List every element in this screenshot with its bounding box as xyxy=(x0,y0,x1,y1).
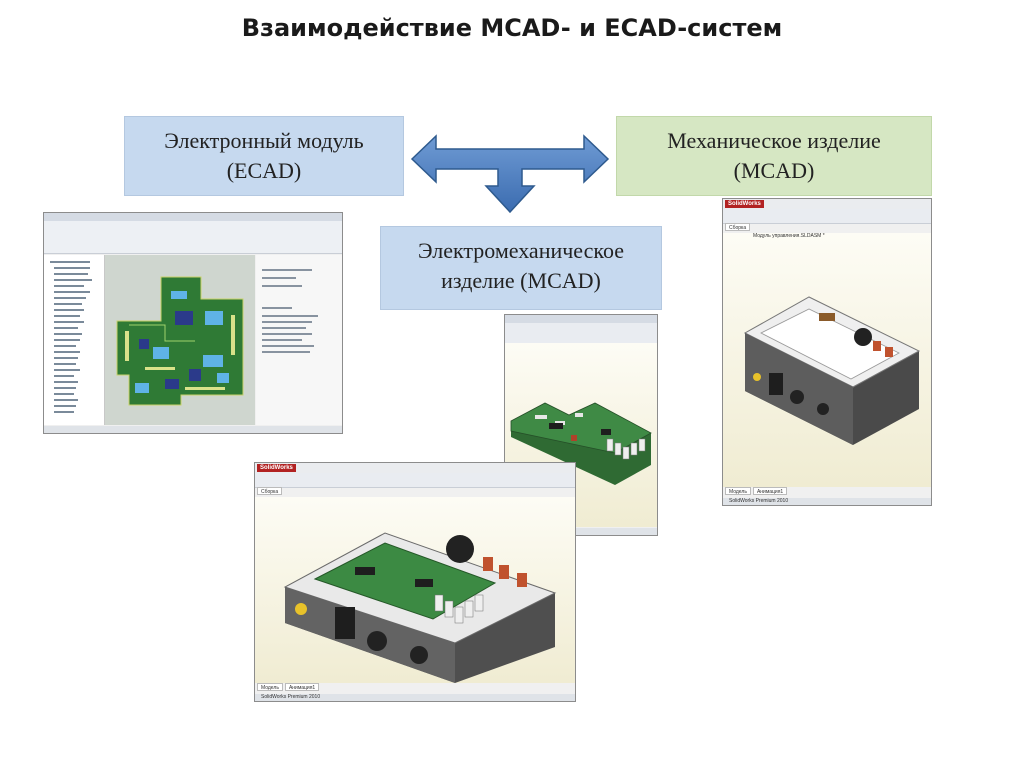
ecad-status-bar xyxy=(44,426,342,433)
mcad-label-box: Механическое изделие (MCAD) xyxy=(616,116,932,196)
electromech-label-box: Электромеханическое изделие (MCAD) xyxy=(380,226,662,310)
ecad-ribbon xyxy=(44,221,342,254)
ecad-properties-panel xyxy=(256,255,342,425)
ecad-label-box: Электронный модуль (ECAD) xyxy=(124,116,404,196)
assembly-viewport xyxy=(255,497,575,683)
mcad-ribbon xyxy=(723,209,931,224)
ecad-tree-lines xyxy=(50,261,92,413)
tab-assembly[interactable]: Сборка xyxy=(725,223,751,231)
electromech-label-line1: Электромеханическое xyxy=(417,238,624,263)
pcb-3d-model xyxy=(510,402,652,485)
pcb-model-screenshot xyxy=(504,314,658,536)
pcb-model-titlebar xyxy=(505,315,657,323)
assembly-footer-tabs: Модель Анимация1 xyxy=(257,683,320,691)
mcad-doc-title: Модуль управления.SLDASM * xyxy=(753,233,825,239)
solidworks-logo: SolidWorks xyxy=(725,200,764,208)
mcad-screenshot: SolidWorks Сборка Модуль управления.SLDA… xyxy=(722,198,932,506)
ecad-label-line2: (ECAD) xyxy=(226,158,302,183)
footer-tab-model-bottom[interactable]: Модель xyxy=(257,683,283,691)
ecad-board-view xyxy=(105,255,255,425)
tri-arrow-icon xyxy=(410,134,610,214)
pcb-model-status-bar xyxy=(505,528,657,535)
pcb-model-viewport xyxy=(505,343,657,527)
tab-assembly-bottom[interactable]: Сборка xyxy=(257,487,283,495)
enclosure-model xyxy=(743,296,921,445)
assembly-tabs: Сборка xyxy=(257,487,283,495)
assembly-titlebar: SolidWorks xyxy=(255,463,575,473)
mcad-viewport: Модуль управления.SLDASM * xyxy=(723,233,931,487)
footer-tab-model[interactable]: Модель xyxy=(725,487,751,495)
ecad-tree-panel xyxy=(44,255,105,425)
assembly-status-bar: SolidWorks Premium 2010 xyxy=(255,694,575,701)
mcad-label-line1: Механическое изделие xyxy=(667,128,881,153)
mcad-status-bar: SolidWorks Premium 2010 xyxy=(723,498,931,505)
electromech-label-line2: изделие (MCAD) xyxy=(441,268,601,293)
mcad-tabs: Сборка xyxy=(725,223,751,231)
slide-title: Взаимодействие MCAD- и ECAD-систем xyxy=(241,14,783,42)
pcb-model-ribbon xyxy=(505,323,657,344)
footer-tab-animation[interactable]: Анимация1 xyxy=(752,487,788,495)
assembly-ribbon xyxy=(255,473,575,488)
footer-tab-animation-bottom[interactable]: Анимация1 xyxy=(284,683,320,691)
mcad-label-line2: (MCAD) xyxy=(733,158,815,183)
assembled-device-model xyxy=(283,532,557,683)
solidworks-logo-bottom: SolidWorks xyxy=(257,464,296,472)
ecad-label-line1: Электронный модуль xyxy=(164,128,364,153)
mcad-footer-tabs: Модель Анимация1 xyxy=(725,487,788,495)
ecad-screenshot xyxy=(43,212,343,434)
assembly-screenshot: SolidWorks Сборка Модель Анимация1 S xyxy=(254,462,576,702)
ecad-properties-lines xyxy=(262,269,318,353)
pcb-board xyxy=(116,276,244,406)
ecad-window-titlebar xyxy=(44,213,342,221)
mcad-titlebar: SolidWorks xyxy=(723,199,931,209)
